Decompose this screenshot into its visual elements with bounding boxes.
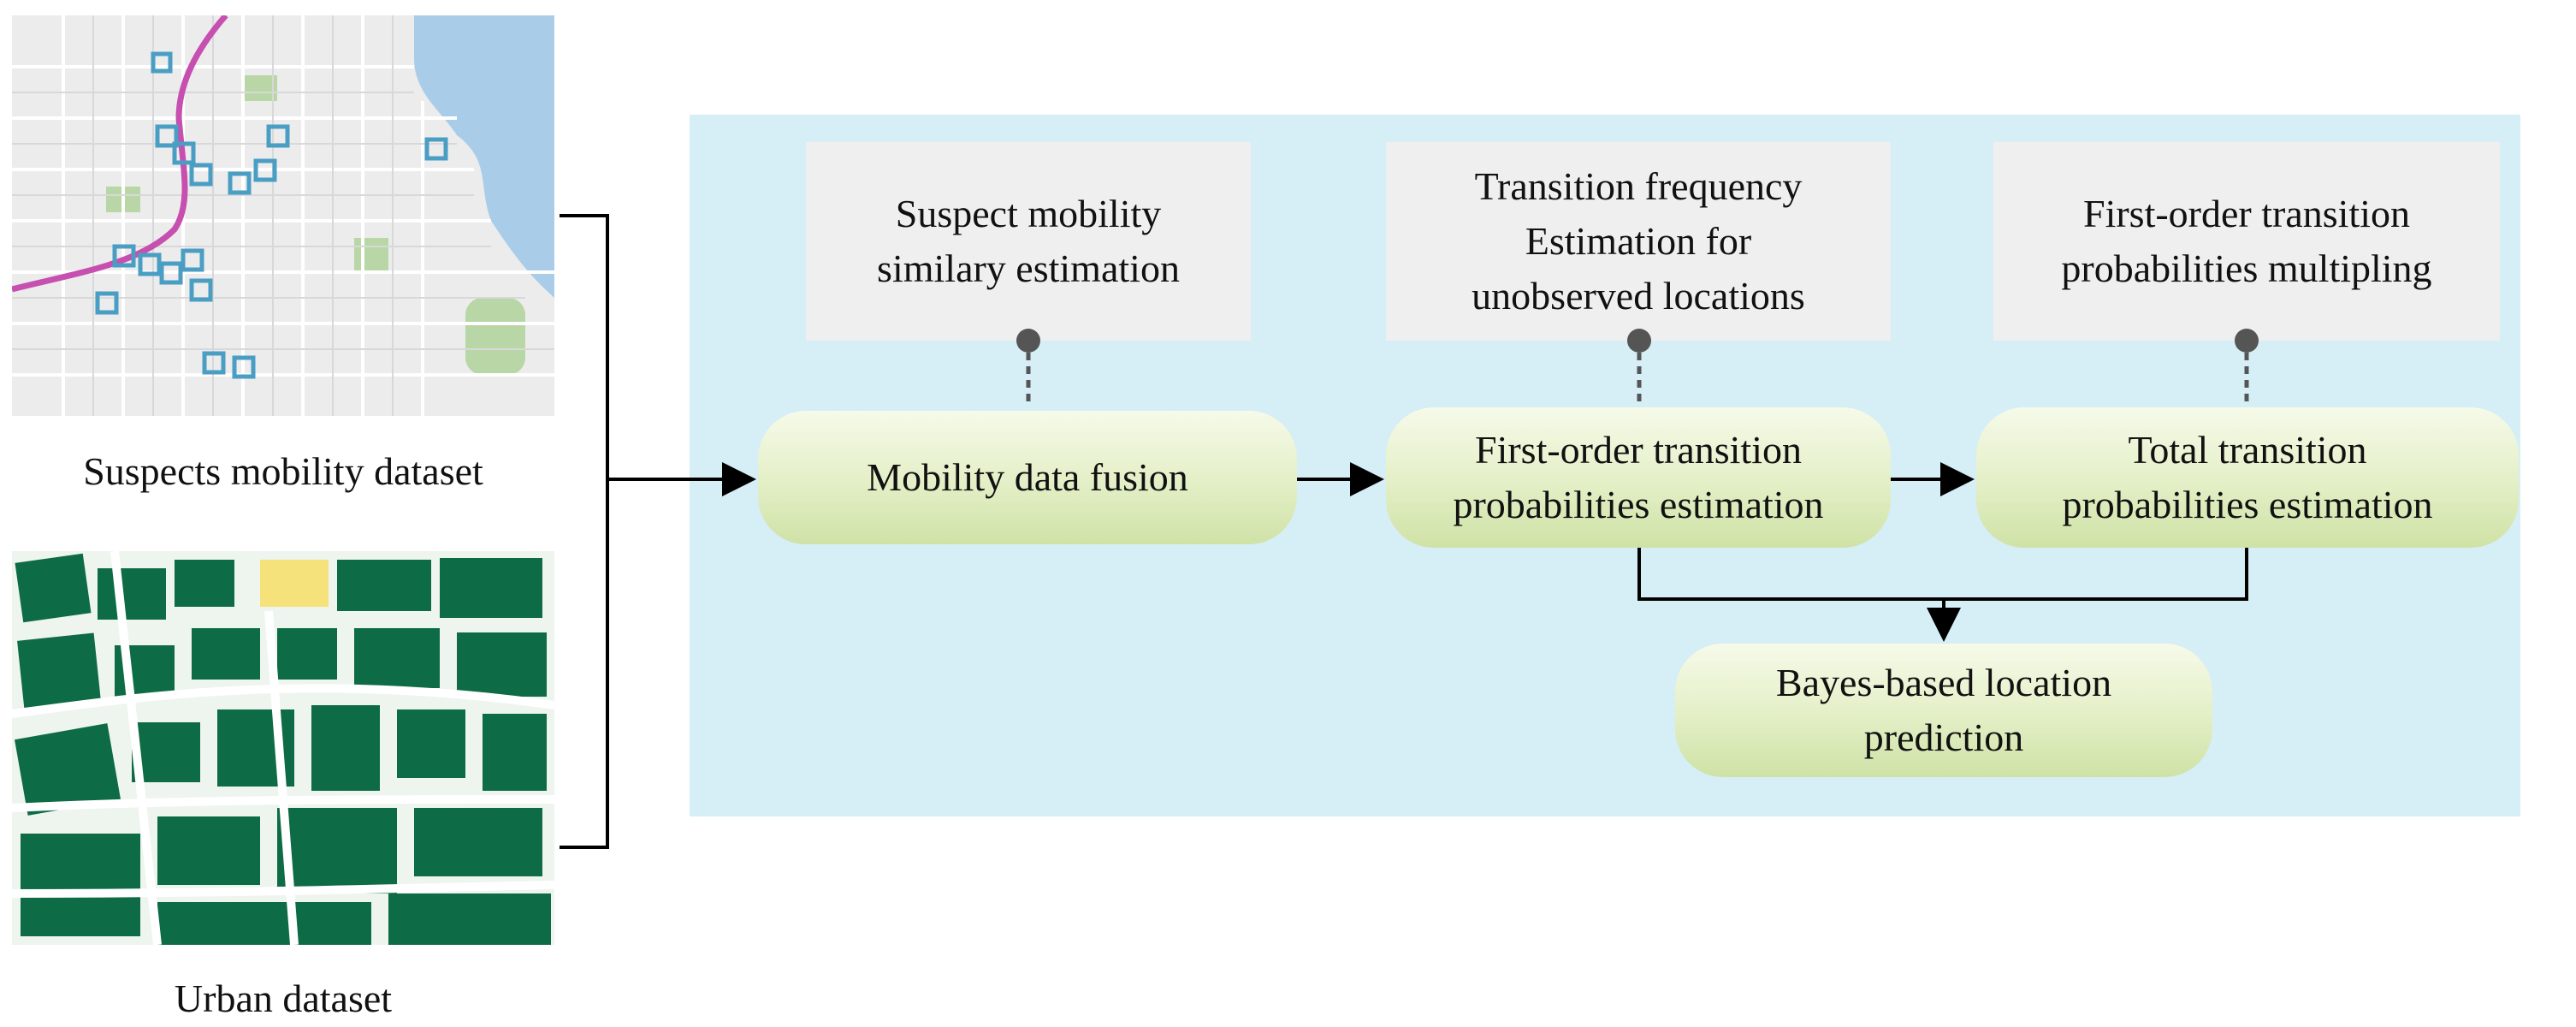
process-total-transition-estimation: Total transition probabilities estimatio…: [1976, 407, 2519, 548]
urban-map: [12, 551, 554, 945]
dataset-bracket: [560, 214, 609, 849]
annotation-transition-frequency: Transition frequency Estimation for unob…: [1386, 142, 1891, 341]
merge-line: [1637, 548, 2248, 601]
pin-transition-frequency: [1627, 329, 1651, 404]
pin-first-order-multipling: [2235, 329, 2259, 404]
suspects-mobility-caption: Suspects mobility dataset: [83, 449, 483, 493]
urban-dataset-caption: Urban dataset: [174, 977, 393, 1020]
process-mobility-data-fusion: Mobility data fusion: [758, 411, 1297, 544]
process-bayes-prediction: Bayes-based location prediction: [1675, 644, 2212, 777]
pin-suspect-similarity: [1016, 329, 1040, 407]
suspects-mobility-map: [12, 15, 554, 416]
process-first-order-estimation: First-order transition probabilities est…: [1386, 407, 1891, 548]
annotation-first-order-multipling: First-order transition probabilities mul…: [1993, 142, 2500, 341]
annotation-suspect-similarity: Suspect mobility similary estimation: [806, 142, 1251, 341]
